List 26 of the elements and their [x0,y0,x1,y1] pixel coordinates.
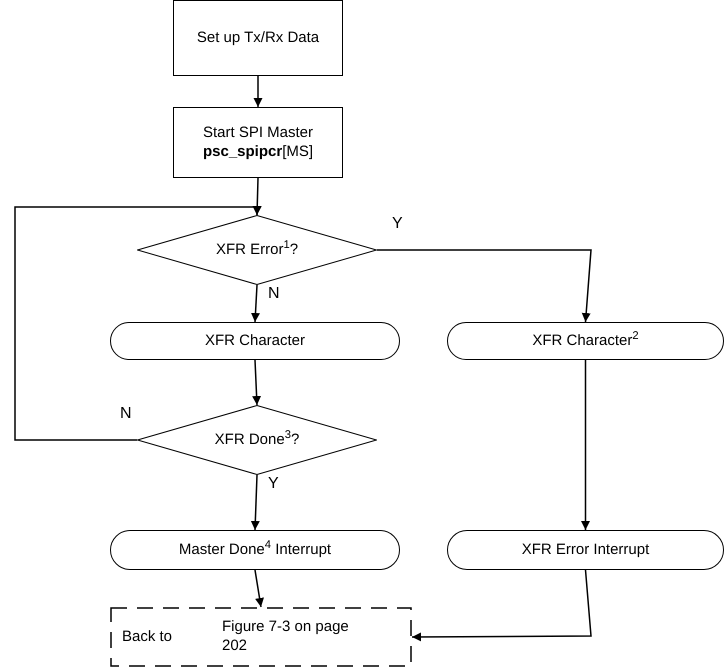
box-text: Master Done$^{4}$ Interrupt [178,538,332,560]
process-box [173,107,343,178]
arrow [251,284,260,322]
arrow [254,76,262,107]
box-text: psc_spipcr[MS] [202,142,314,162]
arrow [250,474,260,530]
box-text: XFR Error Interrupt [522,540,650,560]
decision-text: XFR Error$^{1}$? [216,238,298,260]
rounded-box [110,530,400,570]
box-text: Start SPI Master [202,124,314,142]
box-text: XFR Character$^{2}$ [532,330,639,351]
arrow [412,570,592,642]
process-box [173,0,343,76]
box-text: XFR Character [204,330,306,351]
arrow [254,570,264,608]
box-text: Figure 7-3 on page 202 [222,618,350,656]
box-text: Set up Tx/Rx Data [196,28,320,48]
box-text: Back to [122,626,174,647]
rounded-box [110,322,400,360]
arrow [14,206,262,441]
rounded-box [447,322,724,360]
rounded-box [447,530,724,570]
arrow [377,249,592,322]
arrow [581,360,590,530]
decision-text: XFR Done$^{3}$? [214,428,300,450]
arrow [252,360,262,406]
